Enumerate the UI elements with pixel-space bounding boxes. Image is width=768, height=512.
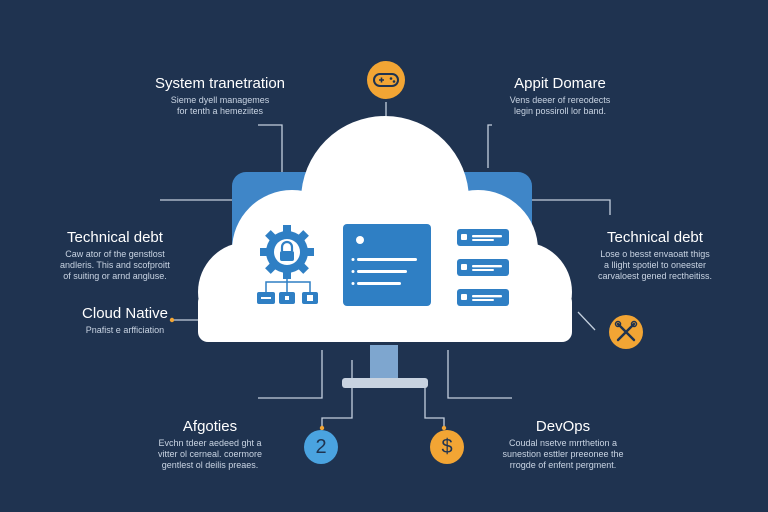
connector-bottom-left-icon (321, 360, 353, 428)
label-bottom-right: DevOps Coudal nsetve mrrthetion a sunest… (488, 418, 638, 471)
label-mid-left: Technical debt Caw ator of the genstlost… (40, 229, 190, 282)
connector-top-left (258, 124, 283, 172)
connector-bottom-right-icon (424, 380, 445, 428)
label-desc: Sieme dyell managemes for tenth a hemezi… (170, 95, 270, 116)
label-desc: Caw ator of the genstlost andleris. This… (60, 249, 170, 281)
connector-top-right (487, 124, 492, 168)
cloud-shape (198, 116, 572, 342)
gamepad-icon (367, 61, 405, 99)
label-title: Technical debt (607, 229, 703, 246)
label-title: Technical debt (67, 229, 163, 246)
label-title: Appit Domare (514, 75, 606, 92)
dollar-icon (430, 430, 464, 464)
label-title: Cloud Native (82, 305, 168, 322)
label-top-left: System tranetration Sieme dyell manageme… (150, 75, 290, 117)
monitor-base (342, 378, 428, 388)
monitor-neck (370, 345, 398, 381)
label-desc: Coudal nsetve mrrthetion a sunestion est… (502, 438, 624, 470)
label-title: System tranetration (154, 75, 286, 92)
label-top-right: Appit Domare Vens deeer of rereodects le… (490, 75, 630, 117)
label-desc: Pnafist e arfficiation (85, 325, 165, 335)
label-title: DevOps (535, 418, 591, 435)
gear-lock-icon (260, 225, 314, 279)
dollar-glyph: $ (441, 436, 453, 458)
connector-right-icon (577, 311, 596, 331)
label-cloud-native: Cloud Native Pnafist e arfficiation (60, 305, 190, 336)
label-desc: Evchn tdeer aedeed ght a vitter ol cerne… (157, 438, 263, 470)
label-desc: Lose o besst envaoatt thigs a llight spo… (597, 249, 713, 281)
connector-lines (160, 102, 611, 428)
connector-bottom-right-text (447, 350, 512, 399)
label-bottom-left: Afgoties Evchn tdeer aedeed ght a vitter… (140, 418, 280, 471)
connector-bottom-left-text (258, 350, 323, 399)
label-mid-right: Technical debt Lose o besst envaoatt thi… (580, 229, 730, 282)
label-desc: Vens deeer of rereodects legin possiroll… (509, 95, 611, 116)
label-title: Afgoties (182, 418, 238, 435)
center-panel (343, 224, 431, 306)
number-2-glyph: 2 (315, 436, 327, 458)
connector-dots (169, 317, 447, 431)
connector-mid-right (532, 199, 611, 215)
right-list-cards (457, 229, 509, 306)
tools-icon (609, 315, 643, 349)
number-2-icon (304, 430, 338, 464)
